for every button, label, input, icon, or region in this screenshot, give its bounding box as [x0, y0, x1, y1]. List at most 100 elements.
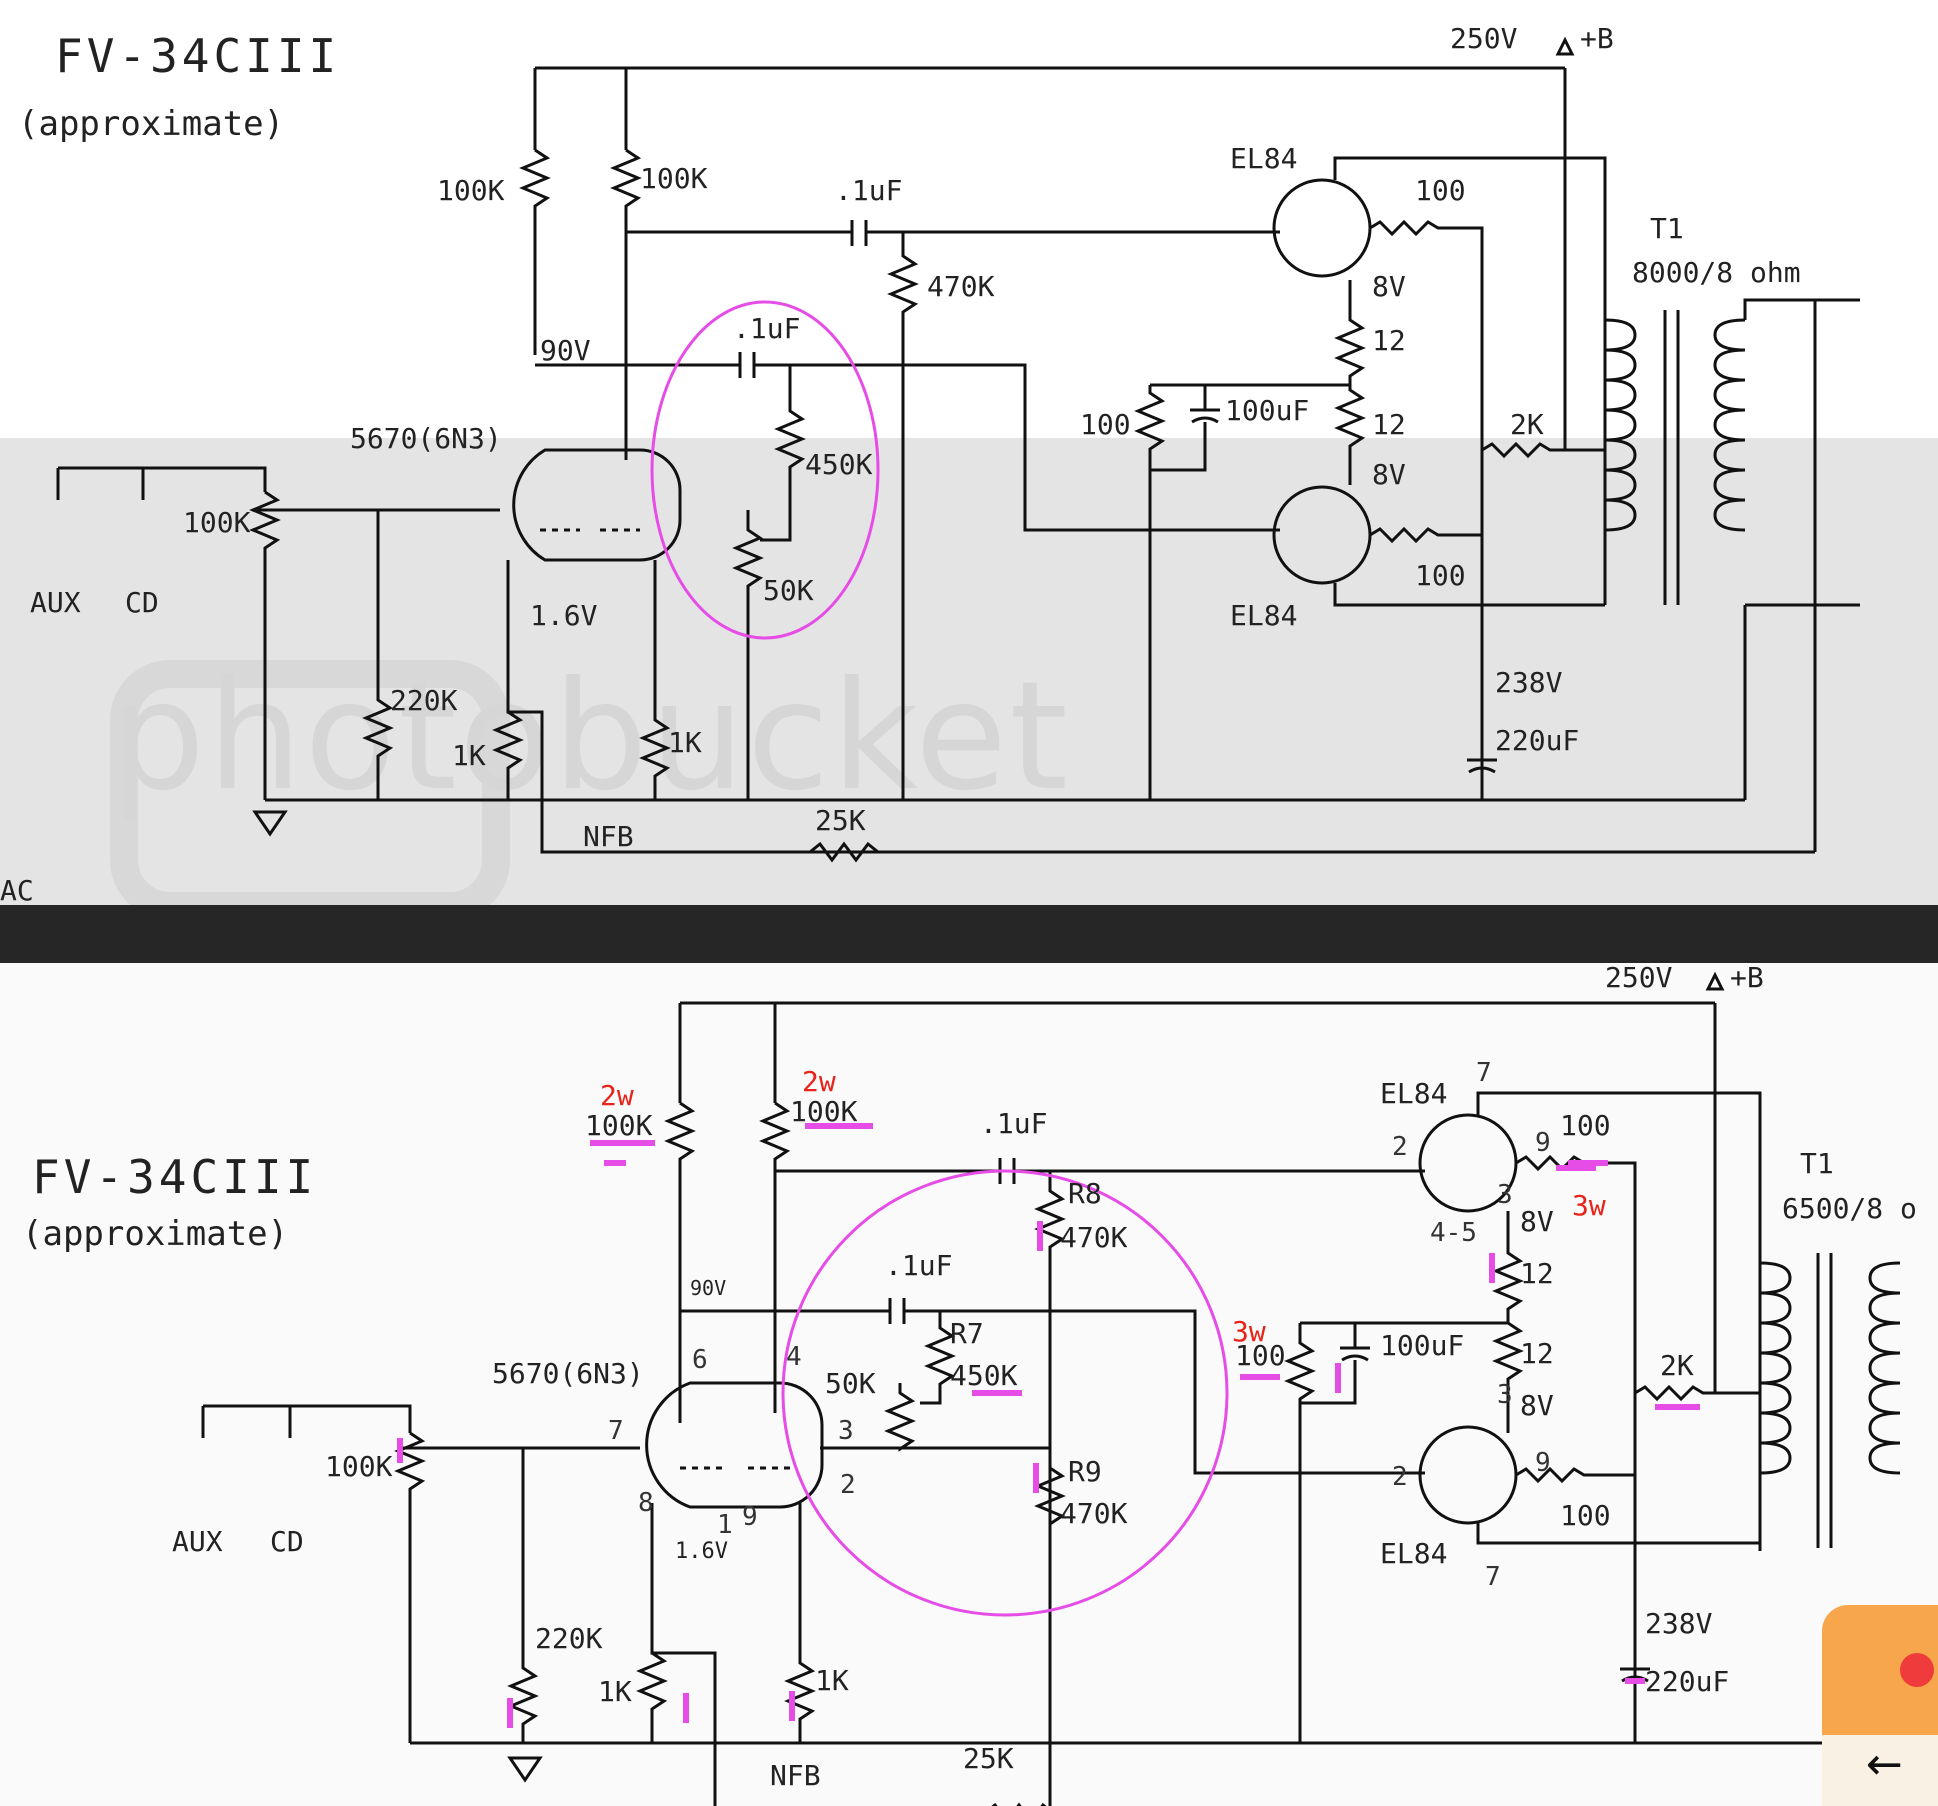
el84-upper-pin-7: 7	[1476, 1058, 1492, 1088]
back-arrow-icon[interactable]: ←	[1866, 1739, 1903, 1790]
label-r1k-b-b: 1K	[815, 1664, 849, 1697]
label-r2k-b: 2K	[1660, 1349, 1694, 1382]
label-aux: AUX	[30, 586, 81, 619]
watt-note-2w-b: 2w	[802, 1065, 836, 1098]
schematic-bottom: FV-34CIII (approximate) 250V +B EL84 EL8…	[22, 963, 1917, 1806]
label-r220k-b: 220K	[535, 1622, 603, 1655]
label-t1-ratio-b: 6500/8 o	[1782, 1192, 1917, 1225]
watermark-text: photobucket	[110, 650, 1071, 824]
label-r9: R9	[1068, 1455, 1102, 1488]
label-r100-g1: 100	[1415, 174, 1466, 207]
pin-3: 3	[838, 1416, 854, 1446]
label-90v: 90V	[540, 334, 591, 367]
label-t1-ratio: 8000/8 ohm	[1632, 256, 1801, 289]
label-r100-g1-b: 100	[1560, 1109, 1611, 1142]
label-r450k: 450K	[805, 448, 873, 481]
pin-1: 1	[717, 1510, 733, 1540]
label-edge-ac: AC	[0, 874, 34, 905]
pin-7: 7	[608, 1416, 624, 1446]
label-r1k-a: 1K	[452, 739, 486, 772]
label-r470k-b-b: 470K	[1060, 1497, 1128, 1530]
label-r100-k-b: 100	[1235, 1339, 1286, 1372]
label-c220uf-b: 220uF	[1645, 1665, 1729, 1698]
label-1-6v-b: 1.6V	[675, 1539, 728, 1564]
el84-upper-pin-2: 2	[1392, 1132, 1408, 1162]
label-r25k: 25K	[815, 804, 866, 837]
pin-9: 9	[742, 1502, 758, 1532]
label-r470k: 470K	[927, 270, 995, 303]
label-r100k-a-b: 100K	[585, 1109, 653, 1142]
label-r450k-b: 450K	[950, 1359, 1018, 1392]
widget-footer: ←	[1822, 1735, 1938, 1806]
label-c100uf: 100uF	[1225, 394, 1309, 427]
label-r470k-a-b: 470K	[1060, 1221, 1128, 1254]
label-238v: 238V	[1495, 666, 1563, 699]
label-aux-b: AUX	[172, 1525, 223, 1558]
annotation-circle	[650, 300, 880, 640]
label-r100k-b: 100K	[640, 162, 708, 195]
el84-lower-pin-2: 2	[1392, 1462, 1408, 1492]
annotation-circle	[781, 1169, 1229, 1617]
label-1-6v: 1.6V	[530, 599, 598, 632]
label-tube-5670: 5670(6N3)	[350, 422, 502, 455]
label-8v-a: 8V	[1372, 270, 1406, 303]
label-nfb-b: NFB	[770, 1759, 821, 1792]
watermark-camera-icon	[110, 660, 510, 905]
label-250v: 250V	[1450, 22, 1518, 55]
label-r12-b: 12	[1372, 408, 1406, 441]
label-pot-100k-b: 100K	[325, 1450, 393, 1483]
schematic-top: FV-34CIII (approximate) 250V +B EL84 EL8…	[0, 22, 1860, 905]
label-c1uf-a-b: .1uF	[980, 1107, 1047, 1140]
label-r50k: 50K	[763, 574, 814, 607]
pin-6: 6	[692, 1345, 708, 1375]
floating-widget[interactable]: ←	[1822, 1605, 1938, 1806]
label-t1-b: T1	[1800, 1147, 1834, 1180]
el84-lower-pin-3: 3	[1497, 1380, 1513, 1410]
label-cd: CD	[125, 586, 159, 619]
label-r100-g2: 100	[1415, 559, 1466, 592]
label-90v-b: 90V	[690, 1276, 726, 1300]
label-c100uf-b: 100uF	[1380, 1329, 1464, 1362]
label-nfb: NFB	[583, 820, 634, 853]
label-8v-b-b: 8V	[1520, 1389, 1554, 1422]
label-pot-100k: 100K	[183, 506, 251, 539]
highlight-marks	[397, 1123, 1700, 1728]
label-c1uf-b-b: .1uF	[885, 1249, 952, 1282]
label-c1uf-b: .1uF	[733, 312, 800, 345]
label-r1k-b: 1K	[668, 726, 702, 759]
record-dot-icon[interactable]	[1900, 1653, 1934, 1687]
label-plus-b-b: +B	[1730, 963, 1764, 994]
pin-4: 4	[786, 1342, 802, 1372]
watt-note-3w-b: 3w	[1232, 1315, 1266, 1348]
label-8v-b: 8V	[1372, 458, 1406, 491]
label-r2k: 2K	[1510, 408, 1544, 441]
schematic-top-panel: photobucket	[0, 22, 1938, 905]
label-el84-upper: EL84	[1230, 142, 1297, 175]
label-r8: R8	[1068, 1177, 1102, 1210]
label-r100-k: 100	[1080, 408, 1131, 441]
label-r100k-b-b: 100K	[790, 1095, 858, 1128]
label-plus-b: +B	[1580, 22, 1614, 55]
panel-divider	[0, 905, 1938, 963]
label-r25k-b: 25K	[963, 1742, 1014, 1775]
watt-note-3w-a: 3w	[1572, 1189, 1606, 1222]
pin-2: 2	[840, 1470, 856, 1500]
label-c1uf-a: .1uF	[835, 174, 902, 207]
label-el84-lower-b: EL84	[1380, 1537, 1447, 1570]
label-r1k-a-b: 1K	[598, 1675, 632, 1708]
label-el84-lower: EL84	[1230, 599, 1297, 632]
label-r7: R7	[950, 1317, 984, 1350]
el84-upper-pin-9: 9	[1535, 1128, 1551, 1158]
pin-8: 8	[638, 1488, 654, 1518]
el84-upper-pin-4-5: 4-5	[1430, 1218, 1477, 1248]
diagram-title: FV-34CIII	[55, 29, 340, 83]
label-8v-a-b: 8V	[1520, 1205, 1554, 1238]
el84-lower-pin-7: 7	[1485, 1562, 1501, 1592]
diagram-subtitle-bottom: (approximate)	[22, 1214, 288, 1254]
label-r100-g2-b: 100	[1560, 1499, 1611, 1532]
label-r50k-b: 50K	[825, 1367, 876, 1400]
label-r12-a-b: 12	[1520, 1257, 1554, 1290]
el84-upper-pin-3: 3	[1497, 1180, 1513, 1210]
label-r100k-a: 100K	[437, 174, 505, 207]
